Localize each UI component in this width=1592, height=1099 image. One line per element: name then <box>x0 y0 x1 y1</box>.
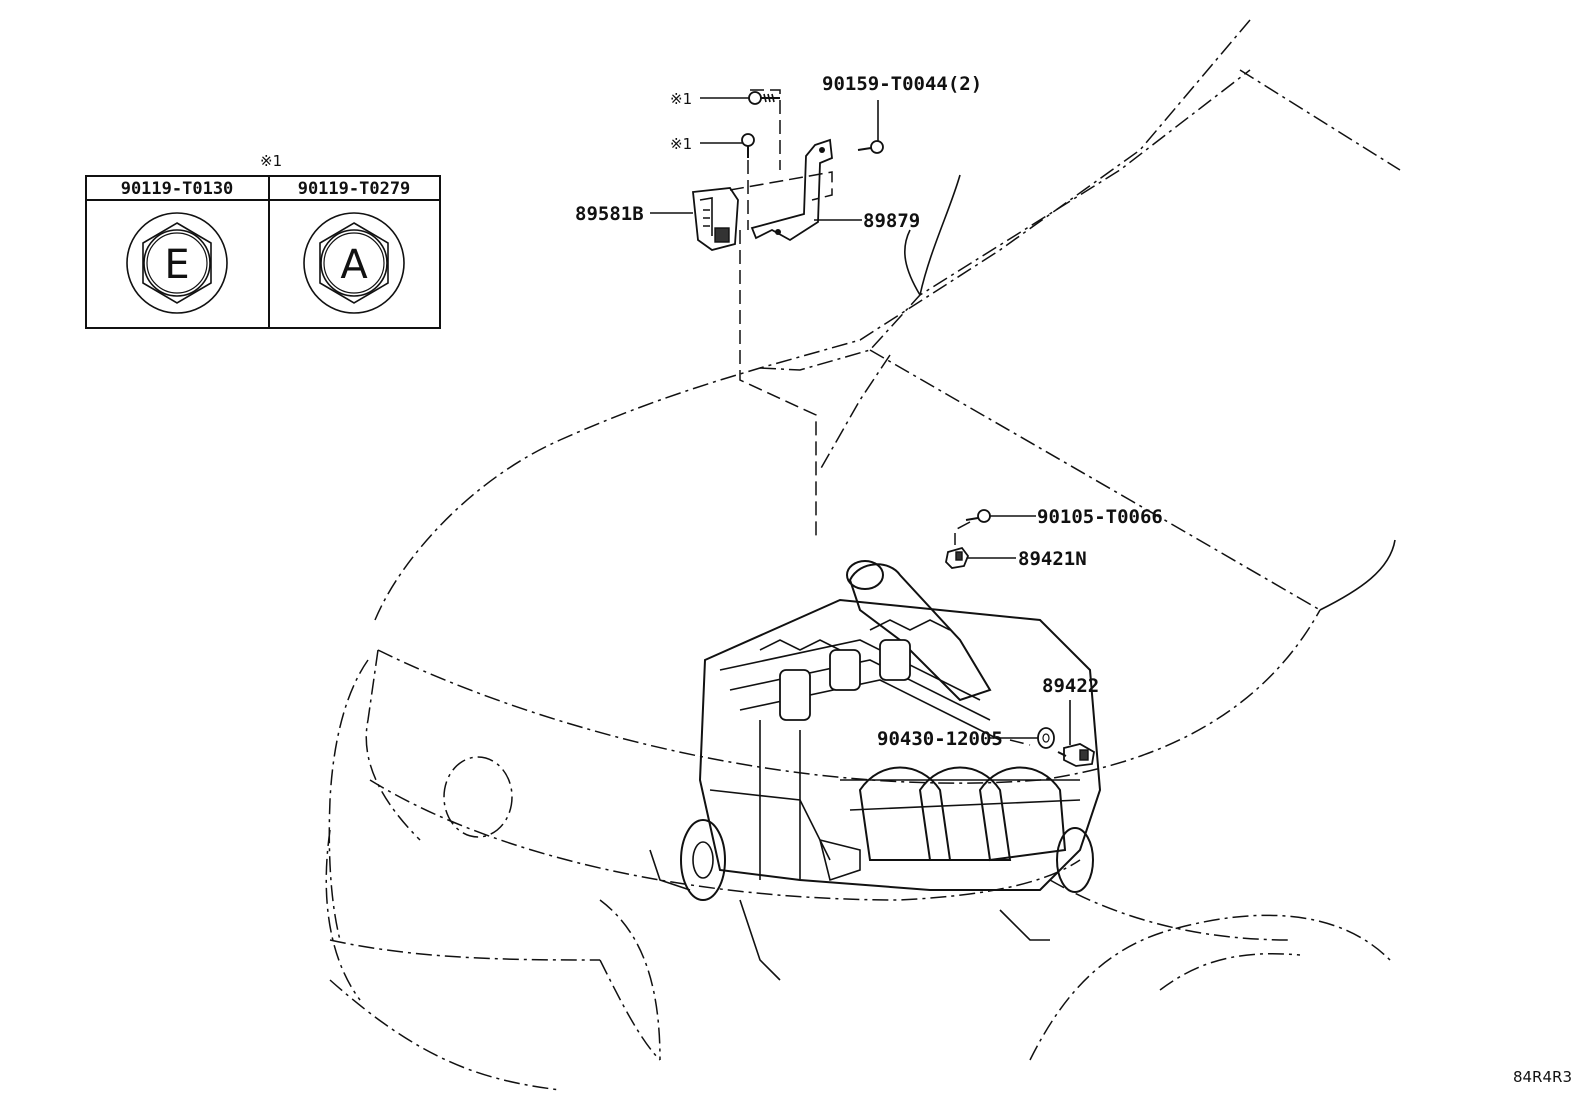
bolt-icon <box>741 133 755 158</box>
callout-label: 90105-T0066 <box>1037 506 1163 528</box>
sensor-module-icon <box>692 187 739 251</box>
bolt-icon <box>748 91 780 105</box>
callout-label: 90430-12005 <box>877 728 1003 750</box>
bolt-icon <box>857 140 884 154</box>
bolt-grade-letter: E <box>164 242 189 288</box>
legend-title: ※1 <box>260 152 282 170</box>
note-marker: ※1 <box>670 135 692 153</box>
bracket-icon <box>750 138 833 242</box>
legend-part-no: 90119-T0130 <box>121 179 234 199</box>
vehicle-outline <box>325 19 1401 1091</box>
sensor-icon <box>1057 743 1095 767</box>
callout-label: 89421N <box>1018 548 1087 570</box>
callout-label: 89422 <box>1042 675 1099 697</box>
bolt-icon <box>965 509 991 523</box>
callout-label: 90159-T0044(2) <box>822 73 982 95</box>
callout-label: 89879 <box>863 210 920 232</box>
engine-assembly-icon <box>649 560 1102 981</box>
note-marker: ※1 <box>670 90 692 108</box>
diagram-ref-code: 84R4R3 <box>1513 1068 1572 1086</box>
legend-part-no: 90119-T0279 <box>298 179 411 199</box>
callout-label: 89581B <box>575 203 644 225</box>
bolt-head-a-icon: A <box>303 212 405 314</box>
legend-table: ※1 90119-T0130 90119-T0279 E A <box>85 152 441 329</box>
gasket-icon <box>1037 727 1055 749</box>
bolt-grade-letter: A <box>340 242 368 288</box>
sensor-icon <box>945 546 1016 569</box>
bolt-head-e-icon: E <box>126 212 228 314</box>
